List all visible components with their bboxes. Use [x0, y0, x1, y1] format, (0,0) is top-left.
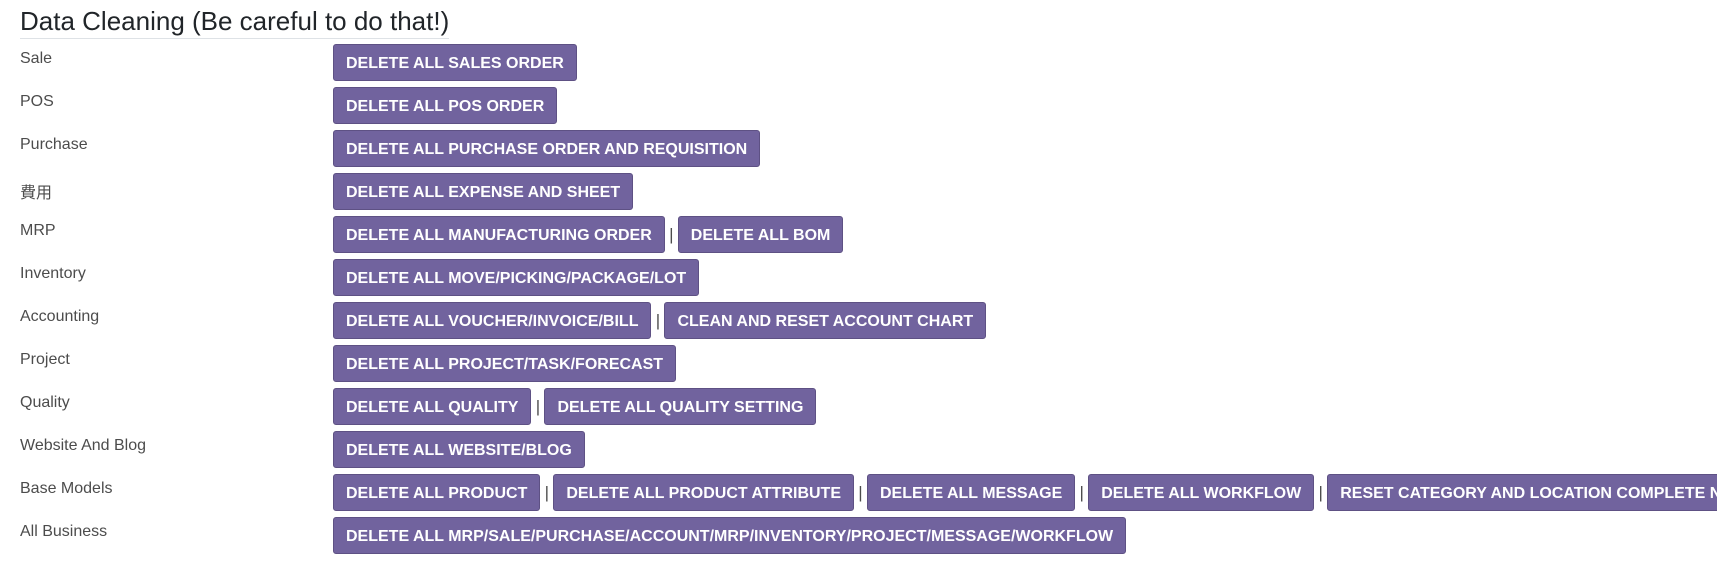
row-label: Purchase [20, 136, 88, 153]
row-label: POS [20, 93, 54, 110]
row-label: Accounting [20, 308, 100, 325]
row-label: Inventory [20, 265, 86, 282]
row-actions: DELETE ALL MRP/SALE/PURCHASE/ACCOUNT/MRP… [333, 517, 1127, 554]
row-actions: DELETE ALL VOUCHER/INVOICE/BILL|CLEAN AN… [333, 302, 987, 339]
row-actions: DELETE ALL WEBSITE/BLOG [333, 431, 585, 468]
row-label: Project [20, 351, 70, 368]
button-separator: | [655, 310, 661, 330]
cleanup-action-button[interactable]: DELETE ALL MANUFACTURING ORDER [333, 216, 665, 253]
row-actions: DELETE ALL QUALITY|DELETE ALL QUALITY SE… [333, 388, 817, 425]
cleanup-action-button[interactable]: CLEAN AND RESET ACCOUNT CHART [664, 302, 987, 339]
cleanup-action-button[interactable]: DELETE ALL PURCHASE ORDER AND REQUISITIO… [333, 130, 761, 167]
button-separator: | [544, 482, 550, 502]
button-separator: | [858, 482, 863, 502]
row-label: Website And Blog [20, 437, 147, 454]
row-actions: DELETE ALL MOVE/PICKING/PACKAGE/LOT [333, 259, 700, 296]
row-actions: DELETE ALL PROJECT/TASK/FORECAST [333, 345, 677, 382]
button-separator: | [535, 396, 541, 416]
row-label: MRP [20, 222, 56, 239]
button-separator: | [669, 224, 674, 244]
page-title: Data Cleaning (Be careful to do that!) [20, 6, 450, 39]
cleanup-action-button[interactable]: DELETE ALL QUALITY [333, 388, 532, 425]
row-actions: DELETE ALL POS ORDER [333, 87, 558, 124]
row-actions: DELETE ALL EXPENSE AND SHEET [333, 173, 634, 210]
cleanup-action-button[interactable]: DELETE ALL PRODUCT [333, 474, 541, 511]
button-separator: | [1318, 482, 1323, 502]
cleanup-action-button[interactable]: DELETE ALL PRODUCT ATTRIBUTE [553, 474, 854, 511]
cleanup-action-button[interactable]: RESET CATEGORY AND LOCATION COMPLETE NAM… [1327, 474, 1717, 511]
cleanup-action-button[interactable]: DELETE ALL PROJECT/TASK/FORECAST [333, 345, 677, 382]
row-label: 費用 [20, 185, 53, 202]
cleanup-action-button[interactable]: DELETE ALL VOUCHER/INVOICE/BILL [333, 302, 652, 339]
cleanup-action-button[interactable]: DELETE ALL SALES ORDER [333, 44, 577, 81]
row-actions: DELETE ALL PURCHASE ORDER AND REQUISITIO… [333, 130, 761, 167]
button-separator: | [1079, 482, 1084, 502]
row-label: All Business [20, 523, 108, 540]
cleanup-action-button[interactable]: DELETE ALL WEBSITE/BLOG [333, 431, 585, 468]
cleanup-action-button[interactable]: DELETE ALL BOM [677, 216, 844, 253]
cleanup-action-button[interactable]: DELETE ALL MESSAGE [867, 474, 1076, 511]
cleanup-action-button[interactable]: DELETE ALL WORKFLOW [1088, 474, 1315, 511]
row-label: Quality [20, 394, 70, 411]
cleanup-action-button[interactable]: DELETE ALL MRP/SALE/PURCHASE/ACCOUNT/MRP… [333, 517, 1127, 554]
cleanup-action-button[interactable]: DELETE ALL QUALITY SETTING [544, 388, 817, 425]
row-actions: DELETE ALL PRODUCT|DELETE ALL PRODUCT AT… [333, 474, 1717, 511]
row-label: Base Models [20, 480, 113, 497]
cleanup-action-button[interactable]: DELETE ALL POS ORDER [333, 87, 558, 124]
cleanup-action-button[interactable]: DELETE ALL MOVE/PICKING/PACKAGE/LOT [333, 259, 700, 296]
row-actions: DELETE ALL MANUFACTURING ORDER|DELETE AL… [333, 216, 844, 253]
cleanup-action-button[interactable]: DELETE ALL EXPENSE AND SHEET [333, 173, 634, 210]
row-actions: DELETE ALL SALES ORDER [333, 44, 577, 81]
row-label: Sale [20, 50, 53, 67]
